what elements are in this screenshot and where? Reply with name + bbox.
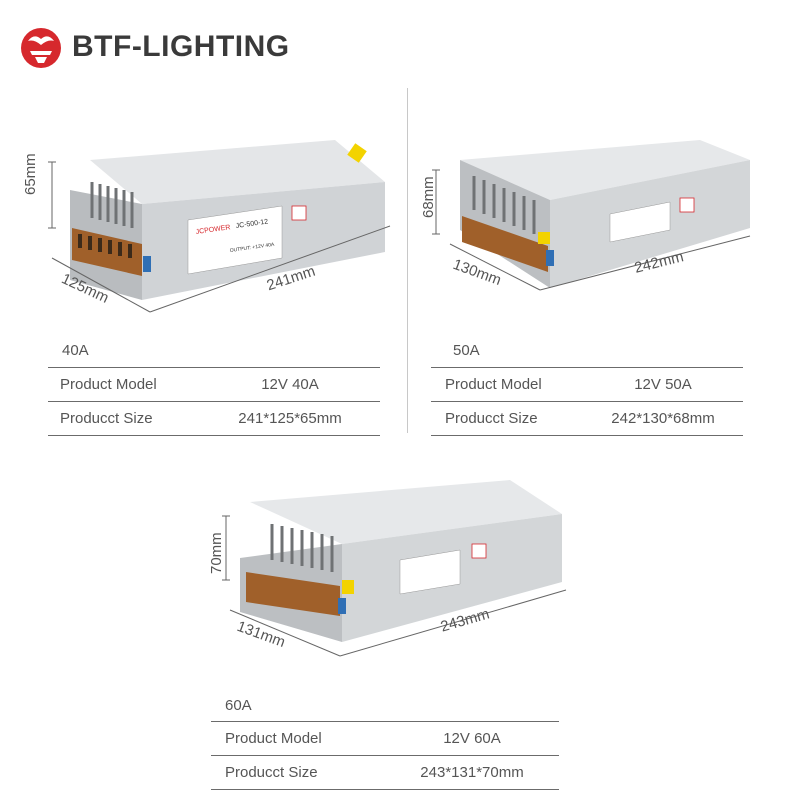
row-value: 12V 40A (200, 367, 380, 402)
row-value: 241*125*65mm (200, 401, 380, 436)
power-supply-image-40a: JCPOWER JC-500-12 OUTPUT: +12V 40A (48, 140, 391, 313)
table-row: Producct Size 243*131*70mm (211, 755, 559, 790)
table-row: Producct Size 242*130*68mm (431, 401, 743, 436)
row-value: 12V 60A (385, 721, 559, 756)
dimension-height-50a: 68mm (420, 176, 437, 218)
section-divider (407, 88, 408, 433)
spec-table-40a: Product Model 12V 40A Producct Size 241*… (48, 367, 380, 436)
row-label: Product Model (211, 721, 385, 756)
spec-table-50a: Product Model 12V 50A Producct Size 242*… (431, 367, 743, 436)
table-row: Product Model 12V 50A (431, 367, 743, 402)
row-label: Producct Size (431, 401, 583, 436)
dimension-height-60a: 70mm (208, 532, 225, 574)
label-model: JC-500-12 (235, 218, 268, 229)
table-row: Producct Size 241*125*65mm (48, 401, 380, 436)
amperage-label-50a: 50A (453, 342, 480, 359)
dimension-height-40a: 65mm (22, 153, 39, 195)
row-label: Producct Size (48, 401, 200, 436)
row-label: Producct Size (211, 755, 385, 790)
amperage-label-60a: 60A (225, 697, 252, 714)
spec-table-60a: Product Model 12V 60A Producct Size 243*… (211, 721, 559, 790)
table-row: Product Model 12V 40A (48, 367, 380, 402)
btf-logo-icon (21, 28, 61, 68)
brand-name: BTF-LIGHTING (72, 30, 290, 63)
row-label: Product Model (431, 367, 583, 402)
row-value: 12V 50A (583, 367, 743, 402)
amperage-label-40a: 40A (62, 342, 89, 359)
row-label: Product Model (48, 367, 200, 402)
row-value: 243*131*70mm (385, 755, 559, 790)
table-row: Product Model 12V 60A (211, 721, 559, 756)
power-supply-image-60a (222, 480, 567, 657)
power-supply-image-50a (432, 140, 751, 291)
label-brand: JCPOWER (195, 224, 231, 236)
row-value: 242*130*68mm (583, 401, 743, 436)
brand-logo (20, 27, 62, 69)
